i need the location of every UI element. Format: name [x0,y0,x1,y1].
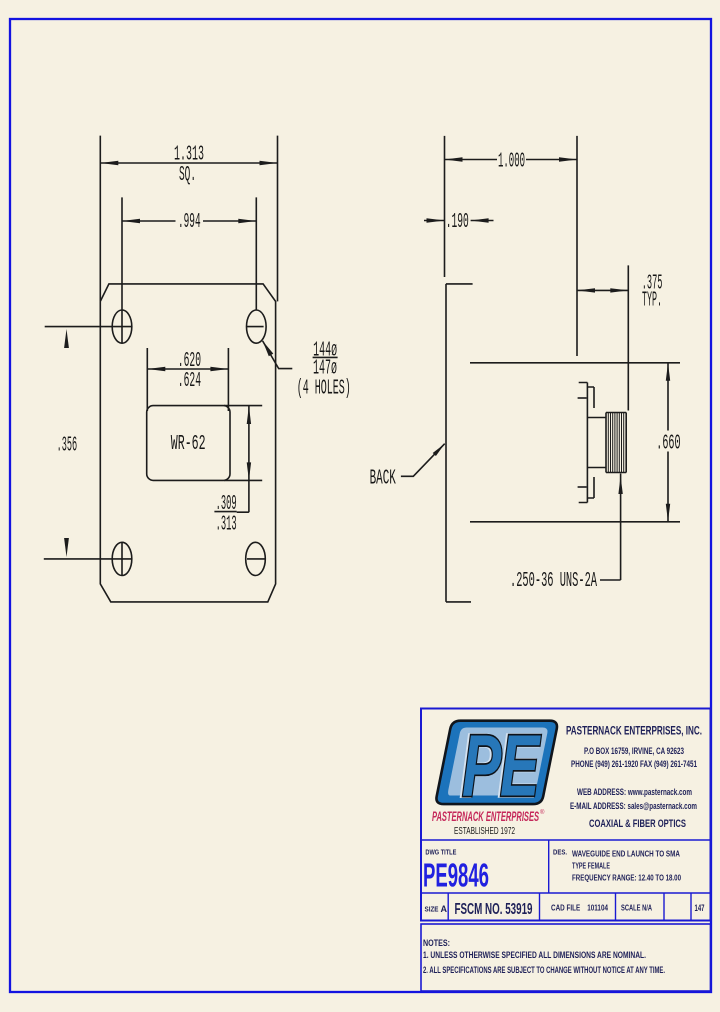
svg-text:CAD FILE 101104: CAD FILE 101104 [551,903,608,913]
svg-text:.309: .309 [216,493,237,516]
svg-text:PE: PE [462,718,541,815]
svg-text:SQ.: SQ. [179,164,196,187]
svg-text:144ø: 144ø [313,339,337,362]
svg-text:ESTABLISHED 1972: ESTABLISHED 1972 [454,826,515,837]
svg-text:COAXIAL & FIBER OPTICS: COAXIAL & FIBER OPTICS [589,818,686,830]
svg-text:.313: .313 [216,514,237,537]
svg-text:.994: .994 [178,211,201,234]
svg-text:.624: .624 [178,370,201,393]
svg-text:.375: .375 [642,272,663,295]
svg-text:147: 147 [695,903,705,913]
svg-text:E-MAIL ADDRESS: sales@pasterna: E-MAIL ADDRESS: sales@pasternack.com [570,801,697,811]
svg-text:NOTES:: NOTES: [423,938,450,949]
svg-text:FSCM NO. 53919: FSCM NO. 53919 [455,901,533,918]
svg-text:.250-36 UNS-2A: .250-36 UNS-2A [510,570,597,593]
svg-text:WAVEGUIDE END LAUNCH TO SMA: WAVEGUIDE END LAUNCH TO SMA [572,850,680,859]
svg-text:TYP.: TYP. [642,289,662,312]
svg-text:SIZE: SIZE [425,907,439,914]
svg-text:PHONE (949) 261-1920 FAX (949): PHONE (949) 261-1920 FAX (949) 261-7451 [571,759,697,769]
svg-text:FREQUENCY RANGE: 12.40 TO 18.0: FREQUENCY RANGE: 12.40 TO 18.00 [572,874,681,883]
svg-text:.190: .190 [446,211,469,234]
svg-text:WEB ADDRESS: www.pasternack.co: WEB ADDRESS: www.pasternack.com [577,787,692,797]
svg-text:PE: PE [461,718,540,815]
svg-text:DWG TITLE: DWG TITLE [425,850,456,857]
svg-text:TYPE FEMALE: TYPE FEMALE [572,862,610,871]
svg-text:.660: .660 [656,432,680,455]
svg-text:BACK: BACK [370,467,396,490]
svg-text:WR-62: WR-62 [171,433,206,456]
svg-text:147ø: 147ø [313,357,337,380]
svg-text:2. ALL SPECIFICATIONS ARE SUBJ: 2. ALL SPECIFICATIONS ARE SUBJECT TO CHA… [423,965,665,976]
svg-text:1. UNLESS OTHERWISE SPECIFIED: 1. UNLESS OTHERWISE SPECIFIED ALL DIMENS… [423,950,646,961]
svg-text:DES.: DES. [553,850,567,857]
svg-text:SCALE N/A: SCALE N/A [621,903,652,913]
svg-text:P.O BOX 16759, IRVINE, CA 9262: P.O BOX 16759, IRVINE, CA 92623 [584,746,684,756]
svg-text:PASTERNACK ENTERPRISES: PASTERNACK ENTERPRISES [432,809,539,824]
svg-text:1.000: 1.000 [498,150,525,173]
svg-text:®: ® [540,809,545,816]
svg-text:A: A [441,904,448,914]
svg-text:PE9846: PE9846 [423,857,489,894]
svg-text:1.313: 1.313 [174,144,204,167]
svg-text:PASTERNACK ENTERPRISES, INC.: PASTERNACK ENTERPRISES, INC. [566,726,702,738]
svg-text:.356: .356 [57,435,78,458]
svg-text:(4 HOLES): (4 HOLES) [297,378,351,401]
svg-text:.620: .620 [178,350,201,373]
